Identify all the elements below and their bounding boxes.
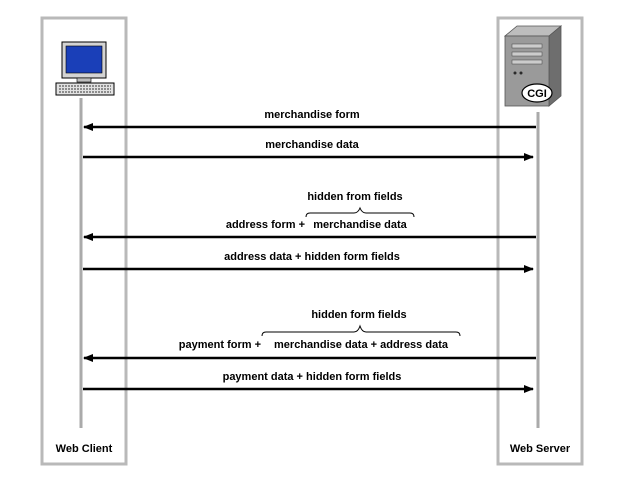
client-participant-box xyxy=(40,16,128,466)
message-label: payment data + hidden form fields xyxy=(223,371,402,383)
message-label-prefix: address form + xyxy=(226,219,305,231)
message-label: merchandise data xyxy=(265,139,359,151)
brace-caption: hidden from fields xyxy=(307,191,402,203)
message-address-data: address data + hidden form fields xyxy=(83,251,534,273)
message-payment-form: hidden form fields payment form + mercha… xyxy=(83,309,536,362)
message-label-prefix: payment form + xyxy=(179,339,261,351)
message-label: address data + hidden form fields xyxy=(224,251,400,263)
server-participant-box xyxy=(496,16,584,466)
cgi-badge-label: CGI xyxy=(527,88,547,100)
message-label: merchandise form xyxy=(264,109,360,121)
hidden-fields-brace xyxy=(261,324,461,337)
message-label-braced: merchandise data xyxy=(313,219,407,231)
server-label: Web Server xyxy=(510,443,571,455)
message-label-braced: merchandise data + address data xyxy=(274,339,449,351)
message-address-form: hidden from fields address form + mercha… xyxy=(83,191,536,241)
computer-icon xyxy=(55,41,115,96)
message-payment-data: payment data + hidden form fields xyxy=(83,371,534,393)
cgi-badge xyxy=(521,83,553,103)
client-label: Web Client xyxy=(56,443,113,455)
message-merchandise-form: merchandise form xyxy=(83,109,536,131)
brace-caption: hidden form fields xyxy=(311,309,406,321)
hidden-fields-brace xyxy=(305,206,415,218)
message-merchandise-data: merchandise data xyxy=(83,139,534,161)
